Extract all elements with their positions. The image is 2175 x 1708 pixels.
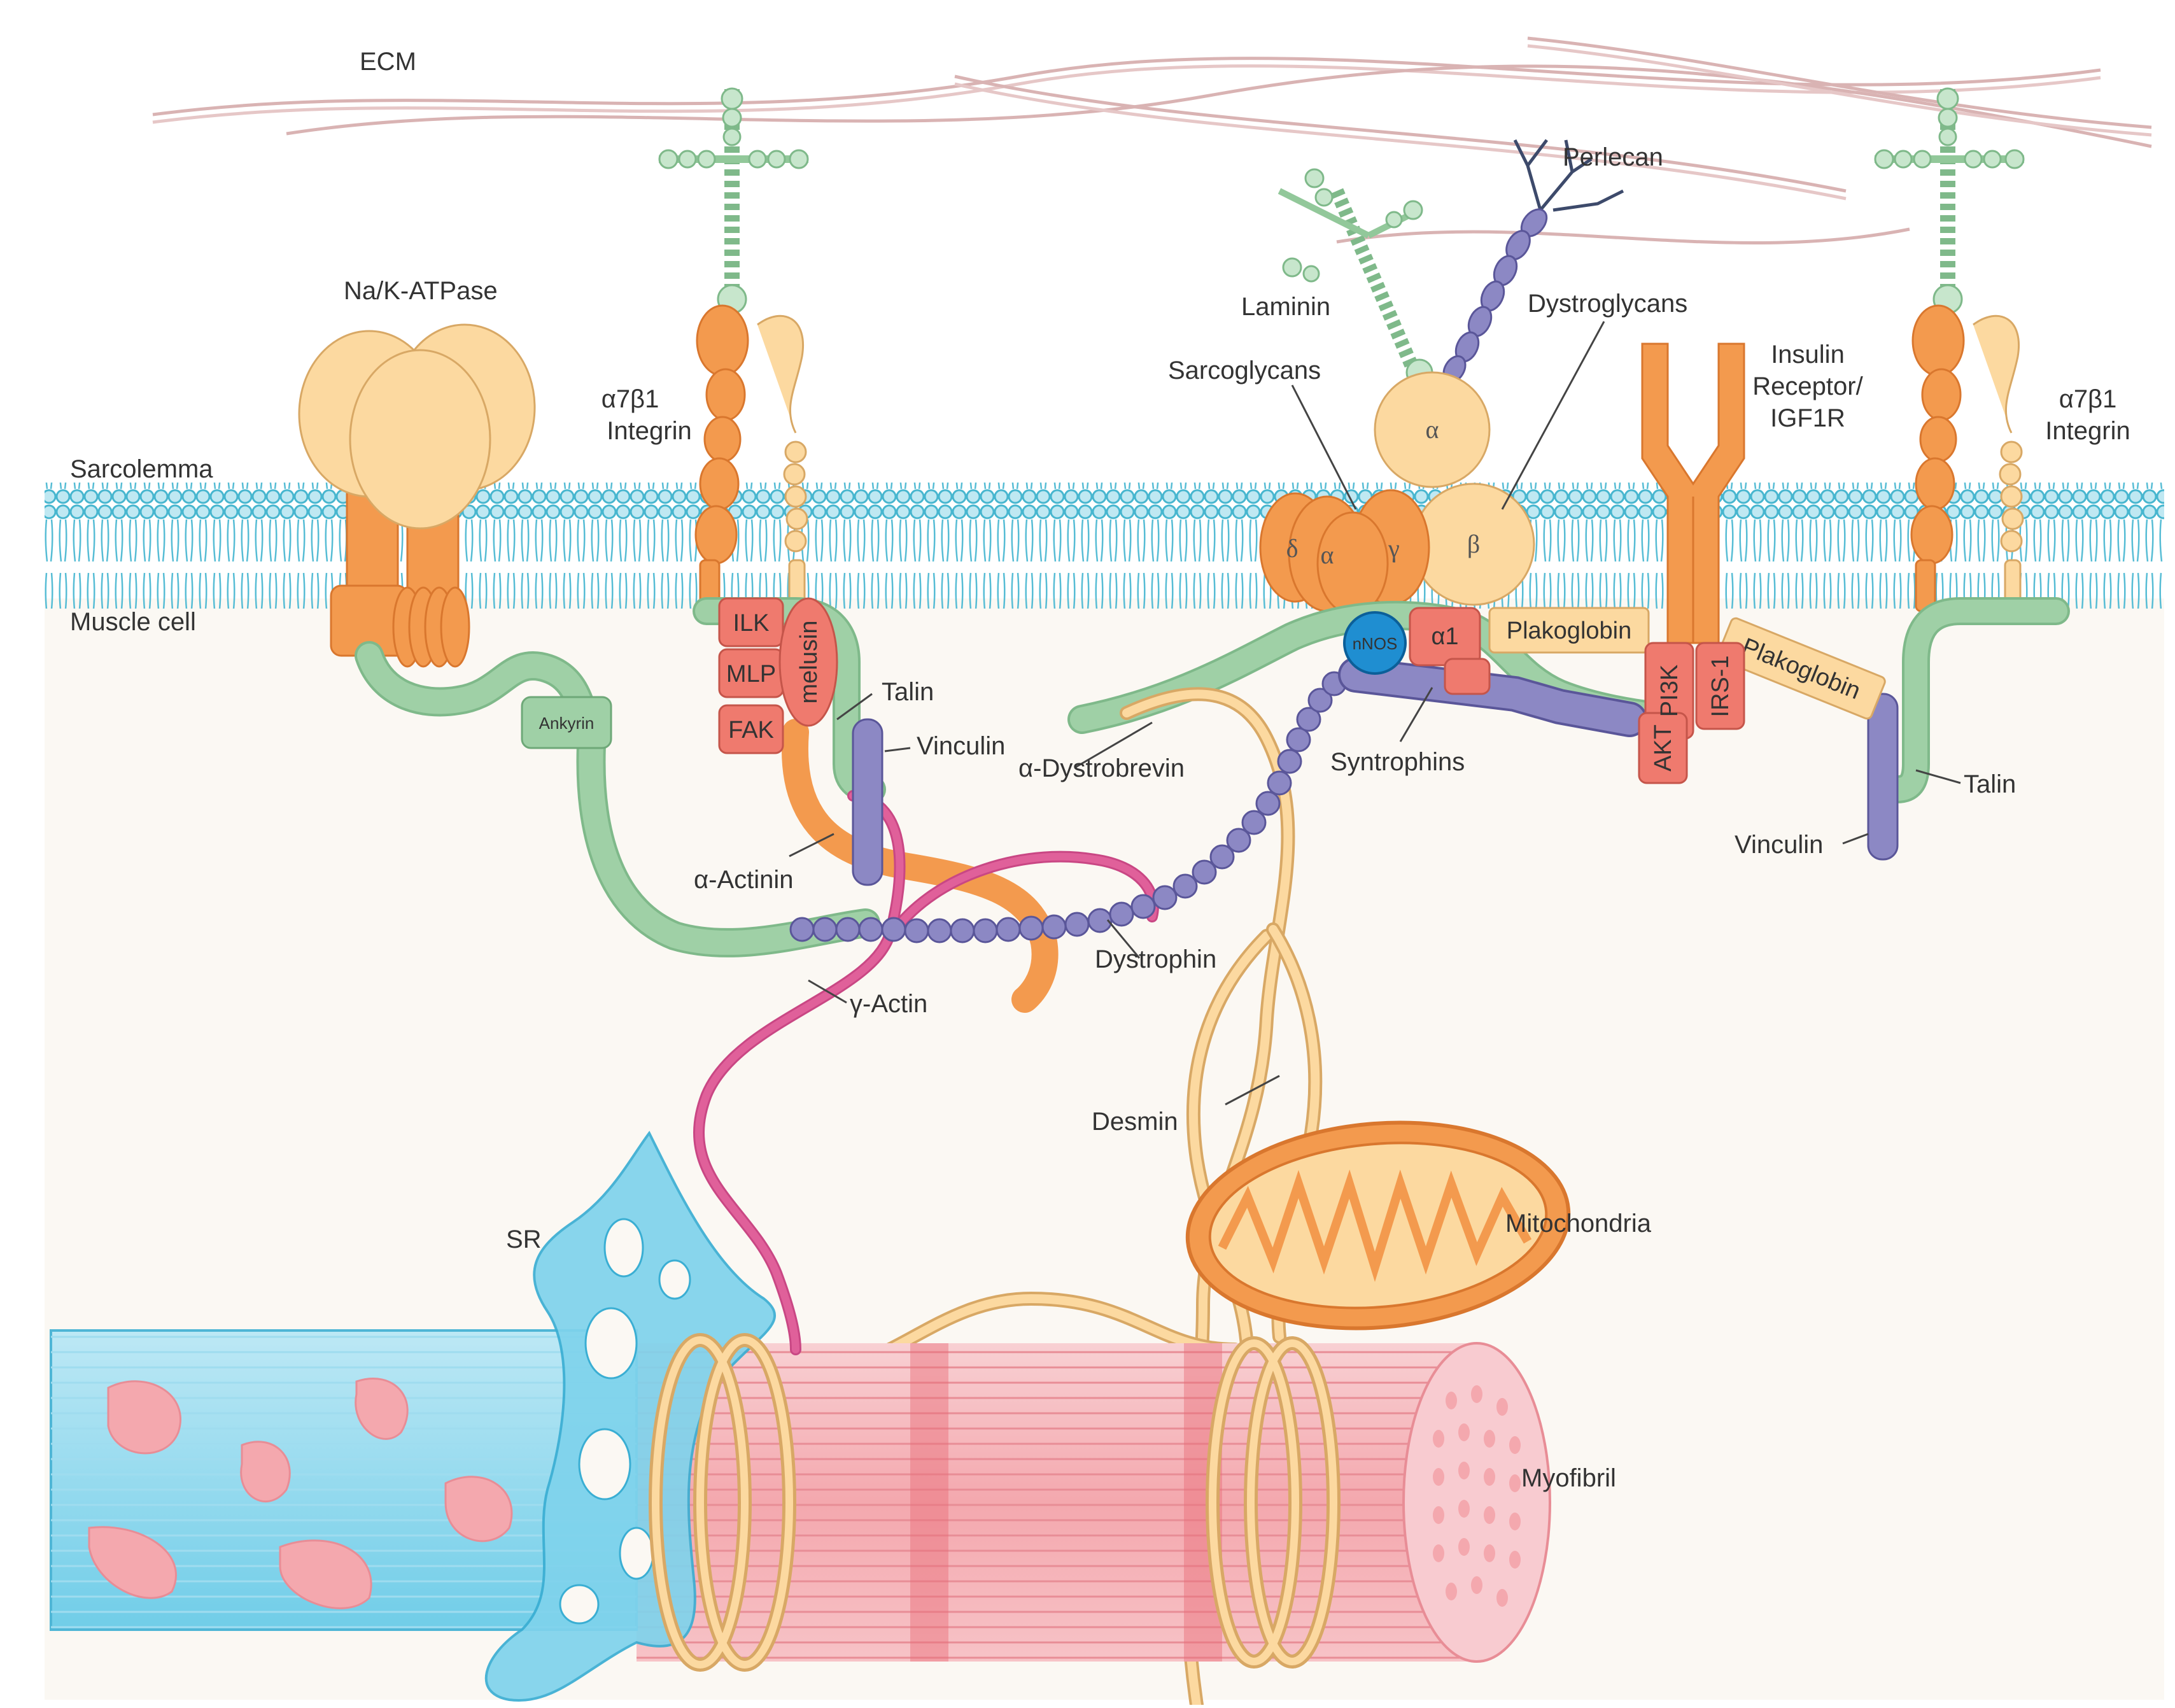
nnos-label: nNOS bbox=[1353, 634, 1398, 653]
plakoglobin-box-1 bbox=[1488, 607, 1650, 654]
integrin-right-line2: Integrin bbox=[2045, 417, 2130, 445]
pi3k-label: PI3K bbox=[1656, 665, 1683, 717]
sarcoplasmic-reticulum bbox=[50, 1131, 777, 1702]
vinculin-right-label: Vinculin bbox=[1735, 831, 1823, 859]
alpha-actinin-label: α-Actinin bbox=[694, 866, 794, 894]
syntrophins-label: Syntrophins bbox=[1330, 748, 1465, 776]
dystroglycans: α β bbox=[1374, 371, 1535, 606]
integrin-right-line1: α7β1 bbox=[2059, 385, 2117, 413]
perlecan-label: Perlecan bbox=[1563, 143, 1663, 171]
gamma-actin-label: γ-Actin bbox=[850, 990, 927, 1018]
mitochondria-label: Mitochondria bbox=[1505, 1210, 1652, 1238]
vinculin-right bbox=[1867, 693, 1899, 861]
irs1-label: IRS-1 bbox=[1707, 655, 1734, 717]
integrin-left-line2: Integrin bbox=[607, 417, 691, 445]
sarcoglycans bbox=[1259, 489, 1430, 616]
perlecan bbox=[1442, 139, 1624, 383]
leader-lines bbox=[789, 321, 1961, 1106]
fak-label: FAK bbox=[728, 717, 774, 744]
plakoglobin-1-label: Plakoglobin bbox=[1507, 618, 1631, 644]
sg-gamma-label: γ bbox=[1388, 534, 1400, 563]
myofibril-label: Myofibril bbox=[1521, 1464, 1616, 1492]
na-k-atpase-label: Na/K-ATPase bbox=[344, 277, 498, 305]
fak-box bbox=[718, 704, 784, 754]
alpha1-label: α1 bbox=[1431, 623, 1458, 650]
ankyrin-box bbox=[521, 696, 612, 749]
ecm-label: ECM bbox=[360, 48, 416, 76]
ecm-fibers bbox=[152, 36, 2152, 244]
talin-left-label: Talin bbox=[882, 678, 934, 706]
plakoglobin-box-2 bbox=[1717, 617, 1886, 720]
nnos-circle bbox=[1343, 611, 1407, 675]
sg-alpha-label: α bbox=[1321, 540, 1334, 569]
sarcolemma-label: Sarcolemma bbox=[70, 455, 213, 483]
talin-right-label: Talin bbox=[1964, 770, 2016, 798]
muscle-cell-label: Muscle cell bbox=[70, 608, 196, 636]
sg-delta-label: δ bbox=[1286, 534, 1299, 563]
dg-alpha-label: α bbox=[1426, 415, 1439, 444]
gamma-actin bbox=[693, 790, 1159, 1355]
laminin-label: Laminin bbox=[1241, 293, 1330, 321]
vinculin-left bbox=[852, 718, 883, 886]
sr-label: SR bbox=[506, 1225, 542, 1253]
laminin bbox=[1278, 168, 1433, 386]
dystroglycans-label: Dystroglycans bbox=[1528, 290, 1687, 318]
insulin-line2: Receptor/ bbox=[1752, 372, 1863, 400]
dystrophin-beads bbox=[789, 671, 1347, 943]
desmin-label: Desmin bbox=[1092, 1108, 1178, 1136]
insulin-line3: IGF1R bbox=[1770, 404, 1845, 432]
akt-label: AKT bbox=[1650, 724, 1677, 772]
na-k-atpase bbox=[298, 323, 536, 668]
insulin-receptor bbox=[1641, 342, 1745, 644]
integrin-left bbox=[658, 87, 809, 612]
irs1-box bbox=[1695, 642, 1745, 730]
integrin-left-line1: α7β1 bbox=[602, 385, 659, 413]
melusin-oval bbox=[778, 597, 838, 727]
melusin-label: melusin bbox=[796, 621, 822, 704]
sarcoglycans-label: Sarcoglycans bbox=[1168, 356, 1321, 385]
mitochondria bbox=[1185, 1120, 1571, 1330]
insulin-line1: Insulin bbox=[1771, 341, 1845, 369]
ilk-label: ILK bbox=[733, 610, 769, 637]
dg-beta-label: β bbox=[1467, 530, 1480, 558]
akt-box bbox=[1638, 712, 1688, 784]
dystrophin-label: Dystrophin bbox=[1095, 945, 1216, 973]
integrin-right bbox=[1874, 87, 2025, 612]
mlp-label: MLP bbox=[726, 661, 776, 688]
vinculin-left-label: Vinculin bbox=[917, 732, 1005, 760]
alpha-dystrobrevin-label: α-Dystrobrevin bbox=[1018, 754, 1185, 782]
ilk-box bbox=[718, 597, 784, 647]
labels: ECM Sarcolemma Muscle cell Na/K-ATPase α… bbox=[70, 48, 2130, 1492]
ankyrin-label: Ankyrin bbox=[539, 714, 595, 733]
